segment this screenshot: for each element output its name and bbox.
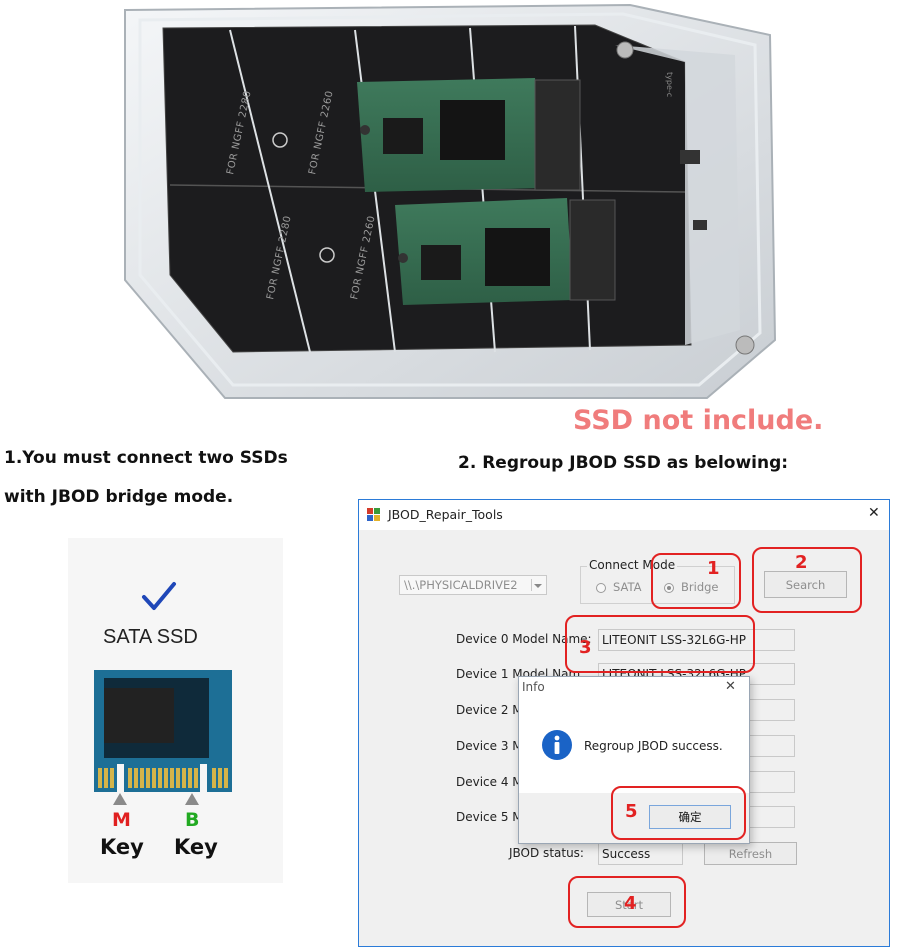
jbod-status-field: Success [598, 843, 683, 865]
info-message: Regroup JBOD success. [584, 739, 723, 753]
device3-label: Device 3 M [456, 739, 523, 753]
device4-label: Device 4 M [456, 775, 523, 789]
annotation-number-2: 2 [795, 552, 808, 573]
step1-line1: 1.You must connect two SSDs [4, 448, 288, 468]
annotation-number-5: 5 [625, 801, 638, 822]
annotation-number-1: 1 [707, 558, 720, 579]
sata-radio-label: SATA [613, 580, 642, 594]
m-key-arrow-icon [113, 793, 127, 805]
m-key-label: Key [100, 835, 144, 859]
device5-label: Device 5 M [456, 810, 523, 824]
product-photo: FOR NGFF 2280 FOR NGFF 2260 FOR NGFF 228… [124, 3, 777, 399]
search-button[interactable]: Search [764, 571, 847, 598]
port-label: type-c [665, 72, 674, 97]
annotation-box-2 [752, 547, 862, 613]
m2-ssd-illustration [94, 670, 232, 794]
annotation-number-4: 4 [624, 893, 637, 914]
annotation-number-3: 3 [579, 637, 592, 658]
chevron-down-icon [531, 579, 543, 591]
jbod-status-label: JBOD status: [509, 846, 584, 860]
m-key-letter: M [112, 809, 131, 831]
device0-field[interactable]: LITEONIT LSS-32L6G-HP [598, 629, 795, 651]
annotation-box-3 [565, 615, 755, 673]
info-dialog-title: Info [522, 680, 545, 694]
b-key-arrow-icon [185, 793, 199, 805]
sata-radio[interactable] [596, 583, 606, 593]
step2-heading: 2. Regroup JBOD SSD as belowing: [458, 453, 789, 473]
bridge-radio[interactable] [664, 583, 674, 593]
refresh-button[interactable]: Refresh [704, 842, 797, 865]
window-title: JBOD_Repair_Tools [388, 507, 503, 522]
start-button[interactable]: Start [587, 892, 671, 917]
device2-label: Device 2 M [456, 703, 523, 717]
b-key-letter: B [185, 809, 200, 831]
annotation-box-1 [651, 553, 741, 609]
title-bar: JBOD_Repair_Tools ✕ [359, 500, 889, 530]
drive-select[interactable]: \\.\PHYSICALDRIVE2 [399, 575, 547, 595]
annotation-box-5 [611, 786, 746, 840]
device0-value: LITEONIT LSS-32L6G-HP [602, 633, 746, 647]
drive-select-value: \\.\PHYSICALDRIVE2 [404, 578, 518, 592]
ssd-not-included-note: SSD not include. [573, 405, 824, 436]
annotation-box-4 [568, 876, 686, 928]
jbod-status-value: Success [602, 847, 651, 861]
ok-button[interactable]: 确定 [649, 805, 731, 829]
app-icon [367, 508, 380, 521]
info-close-icon[interactable]: ✕ [725, 679, 736, 694]
sata-ssd-panel: SATA SSD M B Key Key [68, 538, 283, 883]
sata-ssd-title: SATA SSD [103, 626, 198, 648]
information-icon [542, 730, 572, 760]
step1-line2: with JBOD bridge mode. [4, 487, 234, 507]
device0-label: Device 0 Model Name: [456, 632, 592, 646]
bridge-radio-label: Bridge [681, 580, 719, 594]
info-dialog: Info ✕ Regroup JBOD success. 确定 [518, 676, 750, 844]
checkmark-icon [142, 582, 176, 610]
window-close-icon[interactable]: ✕ [868, 505, 880, 521]
b-key-label: Key [174, 835, 218, 859]
